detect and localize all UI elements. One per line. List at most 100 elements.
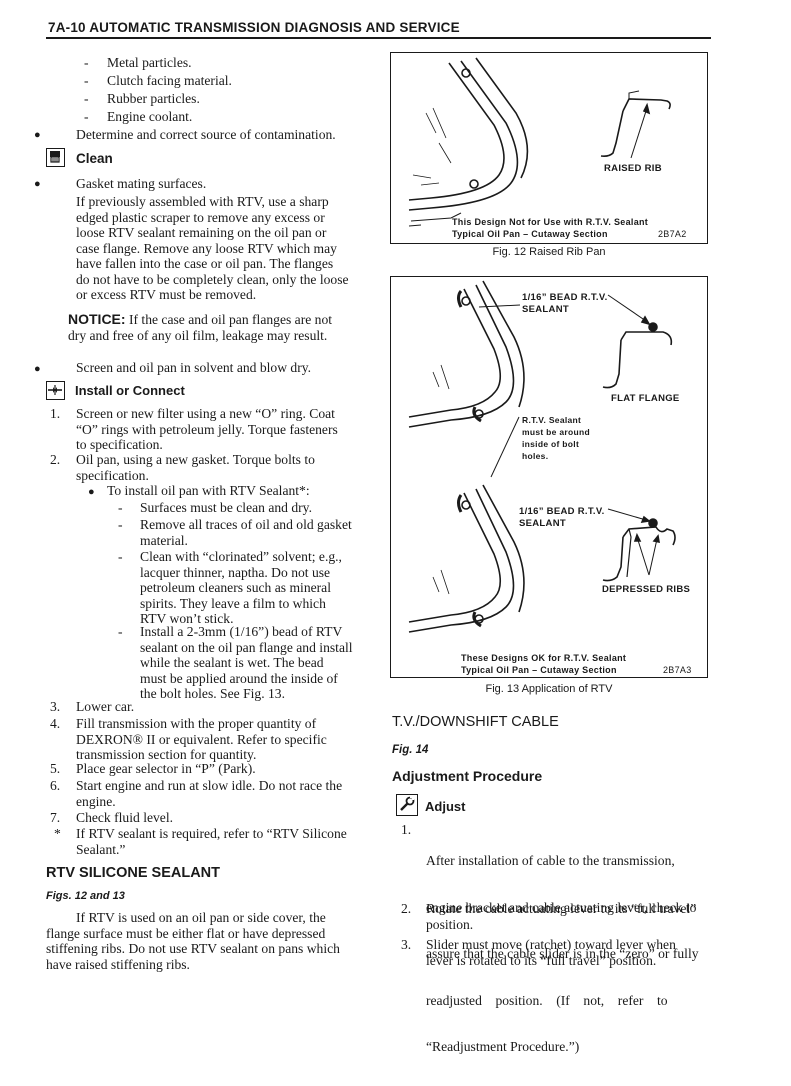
text-line: Start engine and run at slow idle. Do no… — [76, 778, 343, 793]
text-line: RTV won’t stick. — [140, 611, 234, 626]
fig13-sealant-label-1: SEALANT — [522, 304, 569, 315]
determine-bullet: Determine and correct source of contamin… — [76, 127, 336, 142]
step-text: Oil pan, using a new gasket. Torque bolt… — [76, 452, 315, 483]
bullet-dot: ● — [34, 363, 41, 375]
text-line: inside of bolt — [522, 439, 580, 449]
rtv-heading: RTV SILICONE SEALANT — [46, 865, 221, 881]
footnote-mark: * — [54, 826, 61, 841]
depressed-ribs-label: DEPRESSED RIBS — [602, 584, 691, 595]
text-line: If previously assembled with RTV, use a … — [76, 194, 329, 209]
rtv-paragraph: If RTV is used on an oil pan or side cov… — [46, 910, 340, 972]
fig12-code: 2B7A2 — [658, 229, 687, 239]
text-line: Rotate the cable actuating lever to its … — [426, 901, 697, 916]
fig12-caption: Fig. 12 Raised Rib Pan — [492, 246, 606, 258]
contaminant-item: Clutch facing material. — [107, 73, 232, 88]
tv-cable-heading: T.V./DOWNSHIFT CABLE — [392, 714, 559, 730]
text-line: must be applied around the inside of — [140, 670, 338, 686]
fig12-box: RAISED RIB This Design Not for Use with … — [390, 52, 708, 244]
fig13-box: 1/16” BEAD R.T.V. SEALANT FLAT FLANGE R.… — [390, 276, 708, 678]
step-text: Lower car. — [76, 699, 134, 715]
step-text: Place gear selector in “P” (Park). — [76, 761, 256, 777]
rtv-figs-ref: Figs. 12 and 13 — [46, 890, 125, 902]
text-line: the bolt holes. See Fig. 13. — [140, 686, 285, 701]
text-line: flange surface must be either flat or ha… — [46, 925, 326, 941]
rtv-sub-item: Remove all traces of oil and old gasket … — [140, 517, 352, 548]
fig13-code: 2B7A3 — [663, 665, 692, 675]
dash-mark: - — [118, 500, 123, 515]
text-line: transmission section for quantity. — [76, 747, 257, 762]
step-number: 3. — [50, 699, 61, 714]
fig13-note-2: Typical Oil Pan – Cutaway Section — [461, 665, 617, 675]
text-line: Surfaces must be clean and dry. — [140, 500, 312, 515]
text-line: Screen or new filter using a new “O” rin… — [76, 406, 335, 421]
notice-block: NOTICE: If the case and oil pan flanges … — [68, 311, 333, 343]
text-line: material. — [140, 532, 188, 548]
text-line: Slider must move (ratchet) toward lever … — [426, 937, 676, 952]
rtv-sub-item: Surfaces must be clean and dry. — [140, 500, 312, 516]
contaminant-item: Metal particles. — [107, 55, 192, 70]
gasket-bullet: Gasket mating surfaces. — [76, 176, 207, 191]
text-line: Fill transmission with the proper quanti… — [76, 716, 317, 731]
text-line: readjusted position. (If not, refer to — [426, 992, 668, 1008]
text-line: do not have to be completely clean, only… — [76, 271, 349, 287]
bullet-dot: ● — [88, 486, 95, 498]
text-line: DEXRON® II or equivalent. Refer to speci… — [76, 731, 327, 747]
adjust-heading: Adjust — [425, 799, 466, 814]
fig12-note-1: This Design Not for Use with R.T.V. Seal… — [452, 217, 649, 227]
step-text: Slider must move (ratchet) toward lever … — [426, 937, 676, 968]
text-line: spirits. They leave a film to which — [140, 595, 326, 611]
text-line: dry and free of any oil film, leakage ma… — [68, 327, 328, 343]
screen-bullet: Screen and oil pan in solvent and blow d… — [76, 360, 312, 375]
text-line: assure that the cable slider is in the “… — [426, 946, 699, 961]
text-line: “Readjustment Procedure.”) — [426, 1039, 580, 1054]
text-line: If the case and oil pan flanges are not — [128, 312, 333, 327]
step-text: Rotate the cable actuating lever to its … — [426, 901, 696, 932]
text-line: Install a 2-3mm (1/16”) bead of RTV — [140, 624, 343, 639]
dash-mark: - — [118, 517, 123, 532]
text-line: Check fluid level. — [76, 810, 174, 825]
text-line: engine. — [76, 793, 116, 809]
text-line: holes. — [522, 451, 549, 461]
text-line: have raised stiffening ribs. — [46, 956, 190, 972]
text-line: or excess RTV must be removed. — [76, 287, 257, 302]
dash-mark: - — [118, 549, 123, 564]
adjust-icon — [396, 794, 418, 816]
step-number: 5. — [50, 761, 61, 776]
step-number: 6. — [50, 778, 61, 793]
fig13-note-1: These Designs OK for R.T.V. Sealant — [461, 653, 627, 663]
text-line: while the sealant is wet. The bead — [140, 655, 324, 670]
fig13-bead-label-1: 1/16” BEAD R.T.V. — [522, 292, 608, 303]
dash-mark: - — [84, 109, 89, 124]
text-line: sealant on the oil pan flange and instal… — [140, 639, 353, 655]
contaminant-item: Engine coolant. — [107, 109, 193, 124]
text-line: have fallen into the case or oil pan. Th… — [76, 256, 334, 271]
text-line: If RTV is used on an oil pan or side cov… — [76, 910, 326, 925]
raised-rib-label: RAISED RIB — [604, 163, 662, 174]
adjustment-heading: Adjustment Procedure — [392, 768, 543, 784]
fig13-caption: Fig. 13 Application of RTV — [485, 683, 613, 695]
fig12-drawing — [408, 57, 671, 227]
text-line: “O” rings with petroleum jelly. Torque f… — [76, 421, 338, 437]
dash-mark: - — [84, 55, 89, 70]
step-text: Screen or new filter using a new “O” rin… — [76, 406, 338, 453]
bullet-dot: ● — [34, 129, 41, 141]
step-number: 4. — [50, 716, 61, 731]
text-line: specification. — [76, 467, 149, 483]
rtv-around-note: R.T.V. Sealant must be around inside of … — [522, 414, 590, 462]
text-line: R.T.V. Sealant — [522, 415, 582, 425]
text-line: position. — [426, 916, 474, 932]
step-number: 1. — [50, 406, 61, 421]
step-number: 7. — [50, 810, 61, 825]
text-line: Lower car. — [76, 699, 135, 714]
fig13-bead-label-2: 1/16” BEAD R.T.V. — [519, 506, 605, 517]
fig13-sealant-label-2: SEALANT — [519, 518, 566, 529]
text-line: lacquer thinner, naptha. Do not use — [140, 564, 331, 580]
bullet-dot: ● — [34, 178, 41, 190]
footnote-text: If RTV sealant is required, refer to “RT… — [76, 826, 347, 857]
text-line: lever is rotated to its “full travel” po… — [426, 952, 657, 968]
text-line: Place gear selector in “P” (Park). — [76, 761, 256, 776]
text-line: Remove all traces of oil and old gasket — [140, 517, 352, 532]
text-line: case flange. Remove any loose RTV which … — [76, 240, 337, 256]
text-line: petroleum cleaners such as mineral — [140, 580, 331, 595]
dash-mark: - — [84, 91, 89, 106]
